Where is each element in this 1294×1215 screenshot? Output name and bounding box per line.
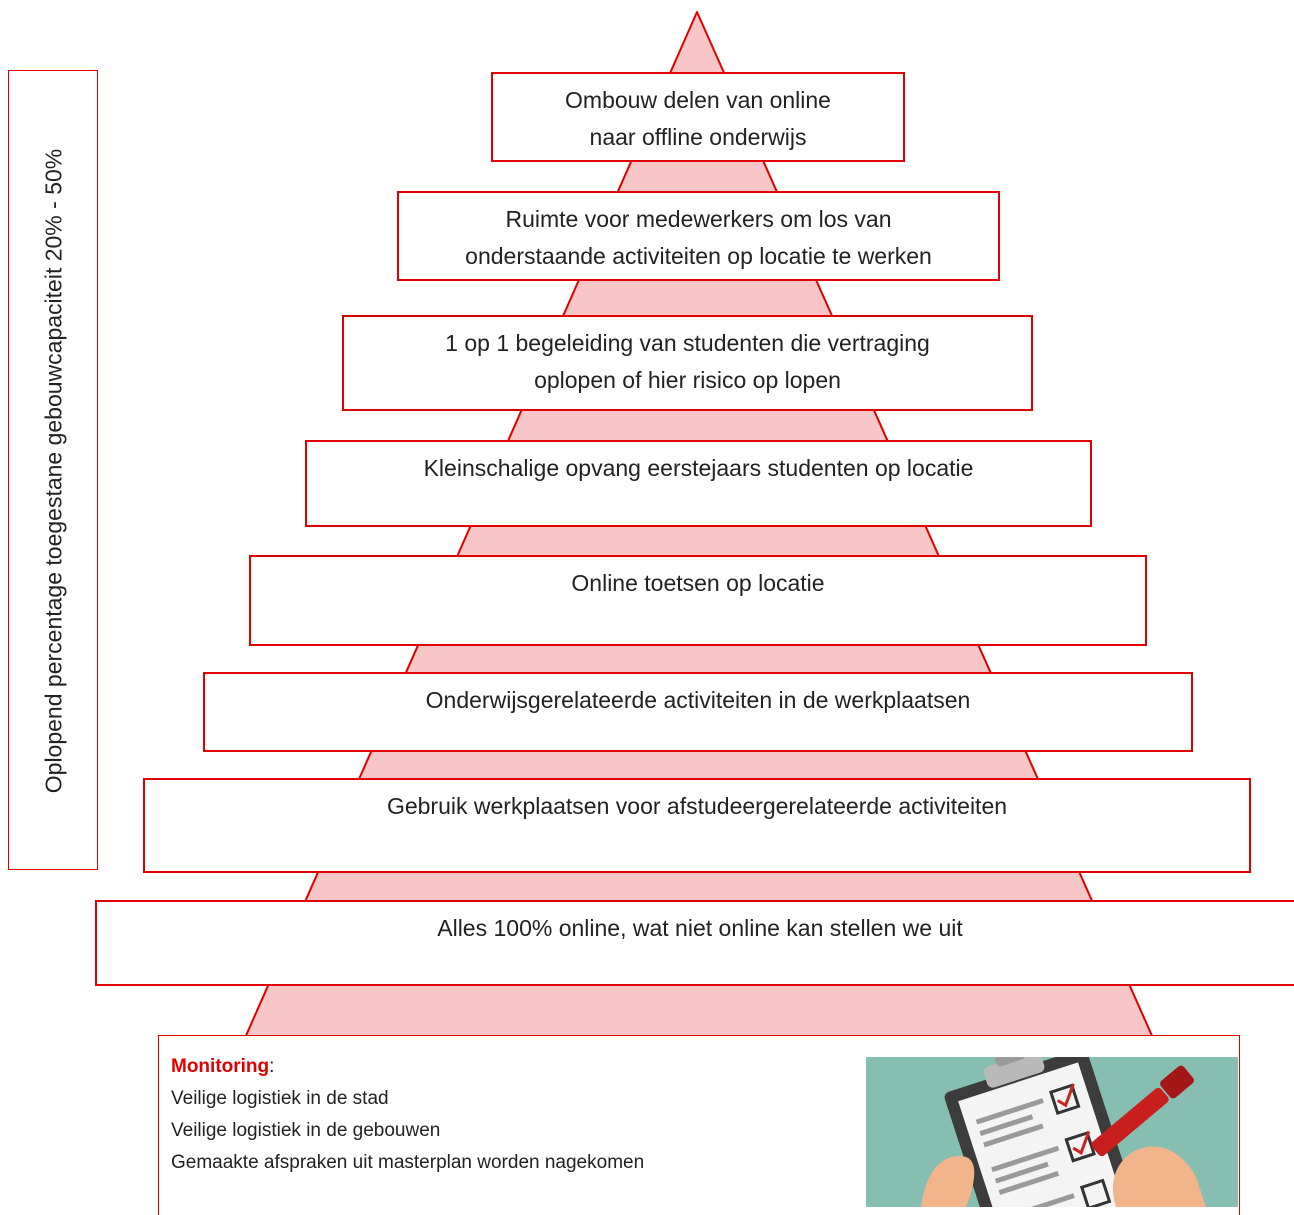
capacity-label: Oplopend percentage toegestane gebouwcap… <box>40 148 67 794</box>
level-2: Gebruik werkplaatsen voor afstudeergerel… <box>143 778 1251 873</box>
clipboard-checklist-icon <box>866 1057 1238 1207</box>
monitoring-title-colon: : <box>269 1056 275 1077</box>
monitoring-title-text: Monitoring <box>171 1056 270 1077</box>
level-4: Online toetsen op locatie <box>249 555 1147 646</box>
level-1: Alles 100% online, wat niet online kan s… <box>95 900 1294 986</box>
level-5-line-1: Kleinschalige opvang eerstejaars student… <box>423 455 974 481</box>
level-6: 1 op 1 begeleiding van studenten die ver… <box>342 315 1033 411</box>
level-8-line-1: Ombouw delen van online <box>565 87 831 113</box>
level-7-line-2: onderstaande activiteiten op locatie te … <box>465 243 932 269</box>
level-8: Ombouw delen van online naar offline ond… <box>491 72 905 162</box>
monitoring-title: Monitoring: <box>171 1056 274 1078</box>
level-7-line-1: Ruimte voor medewerkers om los van <box>505 206 892 232</box>
monitoring-item-3: Gemaakte afspraken uit masterplan worden… <box>171 1152 645 1173</box>
level-1-line-1: Alles 100% online, wat niet online kan s… <box>437 915 963 941</box>
monitoring-item-1: Veilige logistiek in de stad <box>171 1088 389 1109</box>
level-5: Kleinschalige opvang eerstejaars student… <box>305 440 1092 527</box>
level-4-line-1: Online toetsen op locatie <box>571 570 825 596</box>
level-3: Onderwijsgerelateerde activiteiten in de… <box>203 672 1193 752</box>
capacity-label-box: Oplopend percentage toegestane gebouwcap… <box>8 70 98 870</box>
monitoring-item-2: Veilige logistiek in de gebouwen <box>171 1120 441 1141</box>
level-2-line-1: Gebruik werkplaatsen voor afstudeergerel… <box>386 793 1008 819</box>
level-8-line-2: naar offline onderwijs <box>589 124 807 150</box>
level-6-line-1: 1 op 1 begeleiding van studenten die ver… <box>445 330 930 356</box>
level-7: Ruimte voor medewerkers om los van onder… <box>397 191 1000 281</box>
level-6-line-2: oplopen of hier risico op lopen <box>534 367 841 393</box>
level-3-line-1: Onderwijsgerelateerde activiteiten in de… <box>425 687 971 713</box>
